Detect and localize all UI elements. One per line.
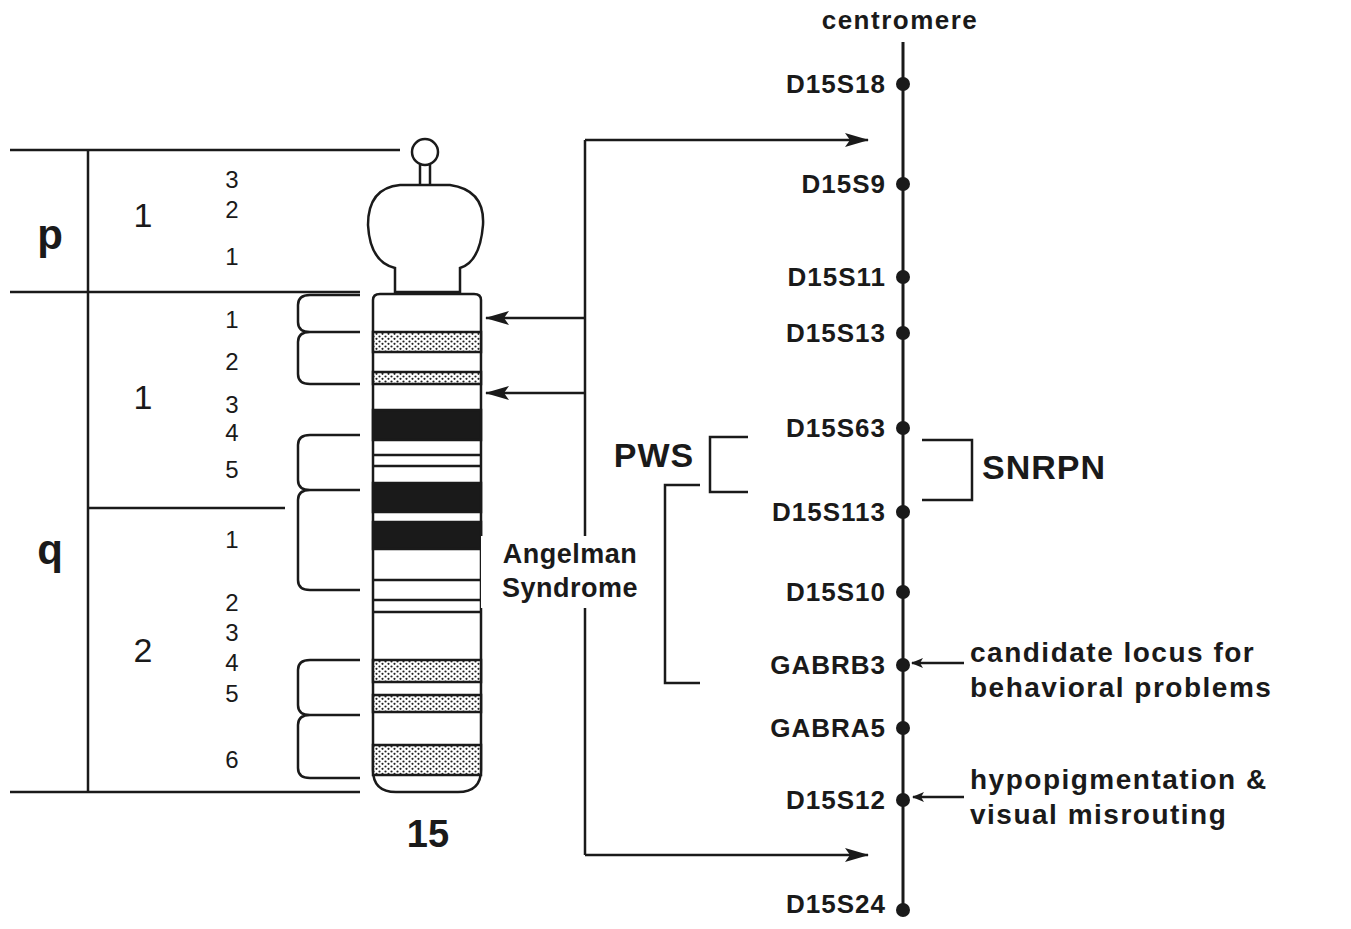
map-label: D15S63 bbox=[786, 412, 886, 445]
map-label: D15S12 bbox=[786, 784, 886, 817]
map-label: 2 bbox=[134, 629, 153, 672]
map-label: 1 bbox=[134, 376, 153, 419]
map-label: GABRB3 bbox=[770, 649, 886, 682]
map-label: D15S113 bbox=[772, 496, 886, 529]
map-label: 6 bbox=[225, 745, 238, 775]
map-label: D15S11 bbox=[787, 261, 886, 294]
map-label: PWS bbox=[614, 434, 694, 477]
map-label: 1 bbox=[225, 525, 238, 555]
band-brace bbox=[298, 295, 360, 778]
band-scale bbox=[10, 150, 400, 792]
map-label: 2 bbox=[225, 588, 238, 618]
map-label: 1 bbox=[134, 194, 153, 237]
map-label: 4 bbox=[225, 418, 238, 448]
map-label: D15S13 bbox=[786, 317, 886, 350]
map-label: p bbox=[37, 209, 63, 262]
map-label: D15S18 bbox=[786, 68, 886, 101]
map-label: 5 bbox=[225, 679, 238, 709]
map-label: 3 bbox=[225, 618, 238, 648]
map-label: D15S10 bbox=[786, 576, 886, 609]
map-label: GABRA5 bbox=[770, 712, 886, 745]
map-label: SNRPN bbox=[982, 446, 1106, 489]
map-label: q bbox=[37, 524, 63, 577]
map-label: 3 bbox=[225, 165, 238, 195]
map-label: Angelman Syndrome bbox=[481, 536, 659, 608]
map-label: 1 bbox=[225, 305, 238, 335]
chromosome-15 bbox=[368, 139, 483, 792]
map-label: 3 bbox=[225, 390, 238, 420]
map-label: candidate locus for behavioral problems bbox=[970, 635, 1340, 705]
map-label: 5 bbox=[225, 455, 238, 485]
map-label: D15S9 bbox=[802, 168, 887, 201]
map-label: 15 bbox=[407, 811, 449, 859]
map-label: D15S24 bbox=[786, 888, 886, 921]
region-brackets bbox=[665, 437, 972, 797]
map-label: 2 bbox=[225, 347, 238, 377]
map-label: centromere bbox=[822, 4, 979, 37]
map-label: 4 bbox=[225, 648, 238, 678]
map-label: hypopigmentation & visual misrouting bbox=[970, 762, 1340, 832]
map-label: 2 bbox=[225, 195, 238, 225]
marker-map bbox=[896, 42, 910, 917]
map-label: 1 bbox=[225, 242, 238, 272]
